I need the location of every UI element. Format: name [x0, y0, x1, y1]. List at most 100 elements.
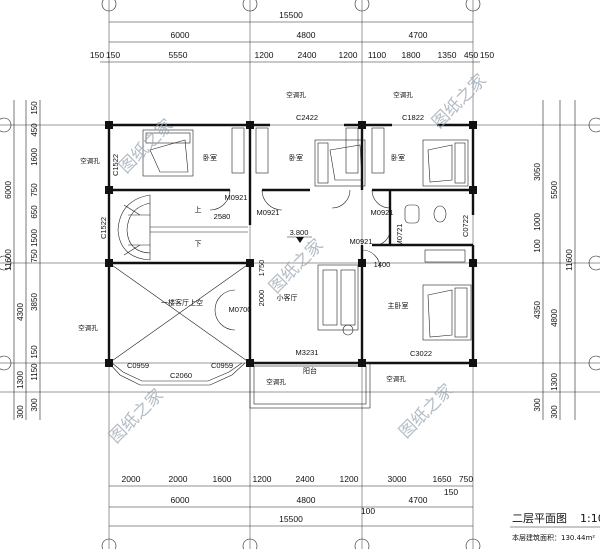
dim-right-inner-4: 4350: [533, 301, 542, 319]
sofa-set: [317, 264, 359, 336]
dim-bottom-detail-9: 150: [444, 487, 458, 497]
dim-left-inner-1: 150: [30, 101, 39, 115]
dim-left-inner-2: 450: [30, 123, 39, 137]
code-c2060: C2060: [170, 371, 192, 380]
stair: [117, 194, 248, 261]
dim-left-outer-3: 4300: [16, 303, 25, 321]
code-c3022: C3022: [410, 349, 432, 358]
dim-top-detail-11: 150: [480, 50, 494, 60]
code-m0700: M0700: [229, 305, 252, 314]
dim-left-inner-11: 300: [30, 398, 39, 412]
dim-left-inner-6: 1500: [30, 229, 39, 247]
title-block: 二层平面图 1:10 本层建筑面积：130.44m²: [510, 512, 600, 542]
code-c2422: C2422: [296, 113, 318, 122]
dim-left-inner-9: 150: [30, 345, 39, 359]
dim-top-overall: 15500: [279, 10, 303, 20]
ac-label-d: 空调孔: [266, 377, 286, 386]
code-m0921-a: M0921: [225, 193, 248, 202]
code-dim-1400: 1400: [374, 260, 391, 269]
dim-left-inner-8: 3850: [30, 293, 39, 311]
dim-top-detail-2: 150: [106, 50, 120, 60]
ac-label-a: 空调孔: [286, 90, 306, 99]
dim-left-inner-10: 1150: [30, 363, 39, 381]
code-dim-1750: 1750: [257, 260, 266, 277]
dim-right-outer-3: 4800: [550, 309, 559, 327]
ac-label-c: 空调孔: [80, 156, 100, 165]
room-bedroom-3: 卧室: [391, 153, 405, 162]
code-m0721: M0721: [395, 224, 404, 247]
room-labels: 卧室 卧室 卧室 主卧室 小客厅 一楼客厅上空 阳台 上 下: [161, 153, 409, 375]
bathroom-fixtures: [404, 204, 447, 224]
dim-top-bay-3: 4700: [409, 30, 428, 40]
code-m3231: M3231: [296, 348, 319, 357]
dim-bottom-detail-1: 2000: [122, 474, 141, 484]
dim-right-inner-2: 1000: [533, 213, 542, 231]
code-c0959-a: C0959: [127, 361, 149, 370]
balcony-outline: [249, 362, 371, 409]
dim-bottom-bay-1: 6000: [171, 495, 190, 505]
bed-2: [314, 139, 366, 187]
stair-up-label: 上: [195, 205, 202, 214]
dim-bottom-bay-2: 4800: [297, 495, 316, 505]
dim-bottom-detail-5: 2400: [296, 474, 315, 484]
dim-top-detail-7: 1100: [368, 50, 387, 60]
dim-bottom-detail-4: 1200: [253, 474, 272, 484]
ac-label-b: 空调孔: [393, 90, 413, 99]
dim-right-inner-3: 100: [533, 239, 542, 253]
ac-label-f: 空调孔: [78, 323, 98, 332]
room-void: 一楼客厅上空: [161, 298, 203, 307]
ac-labels: 空调孔 空调孔 空调孔 空调孔 空调孔 空调孔: [78, 90, 413, 386]
dim-bottom-detail-3: 1600: [213, 474, 232, 484]
dim-top-detail-10: 450: [464, 50, 478, 60]
dim-top-detail-5: 2400: [298, 50, 317, 60]
dim-bottom-bay-4: 4700: [409, 495, 428, 505]
dim-top-detail-3: 5550: [169, 50, 188, 60]
room-bedroom-1: 卧室: [203, 153, 217, 162]
dim-bottom-detail-10: 750: [459, 474, 473, 484]
dim-top-detail-8: 1800: [402, 50, 421, 60]
bed-3: [422, 139, 469, 187]
dim-left-inner-4: 750: [30, 183, 39, 197]
dim-bottom-detail-8: 1650: [433, 474, 452, 484]
watermark-2: 图纸之家: [428, 70, 490, 132]
dim-left-inner-5: 650: [30, 205, 39, 219]
dim-left-inner-7: 750: [30, 249, 39, 263]
code-c1822: C1822: [402, 113, 424, 122]
bay-window: [108, 262, 251, 386]
dim-left-outer-2: 11600: [4, 249, 13, 271]
dim-right-inner-1: 3050: [533, 163, 542, 181]
wardrobes: [231, 127, 466, 263]
code-m0921-b: M0921: [257, 208, 280, 217]
ac-label-e: 空调孔: [386, 374, 406, 383]
columns: [105, 121, 477, 367]
code-c1522-top: C1522: [111, 154, 120, 176]
doors: [209, 189, 391, 331]
room-balcony: 阳台: [303, 366, 317, 375]
dim-top-detail-4: 1200: [255, 50, 274, 60]
opening-codes: C2422 C1822 C1522 C1522 M0921 M0921 M092…: [99, 113, 470, 380]
code-dim-2580: 2580: [214, 212, 231, 221]
code-dim-2000: 2000: [257, 290, 266, 307]
dim-bottom-overall: 15500: [279, 514, 303, 524]
top-dimensions: 15500 6000 4800 4700 150 150 5550 1200 2…: [90, 10, 494, 63]
area-note: 本层建筑面积：130.44m²: [512, 533, 595, 542]
room-bedroom-2: 卧室: [289, 153, 303, 162]
dim-left-outer-1: 6000: [4, 181, 13, 199]
watermark-4: 图纸之家: [105, 385, 167, 447]
dim-top-detail-6: 1200: [339, 50, 358, 60]
code-dim-3800: 3.800: [290, 228, 309, 237]
right-dimensions: 3050 1000 100 4350 300 5500 11600 4800 1…: [533, 100, 576, 420]
drawing-scale: 1:10: [580, 512, 600, 525]
dim-top-bay-2: 4800: [297, 30, 316, 40]
dim-bottom-detail-7: 3000: [388, 474, 407, 484]
left-dimensions: 6000 11600 4300 1300 300 150 450 1600 75…: [4, 100, 41, 420]
dim-left-inner-3: 1600: [30, 148, 39, 166]
dim-bottom-detail-6: 1200: [340, 474, 359, 484]
dim-left-outer-5: 300: [16, 405, 25, 419]
dim-right-outer-1: 5500: [550, 181, 559, 199]
drawing-title: 二层平面图: [512, 512, 567, 525]
room-small-living: 小客厅: [277, 293, 298, 302]
code-c0959-b: C0959: [211, 361, 233, 370]
